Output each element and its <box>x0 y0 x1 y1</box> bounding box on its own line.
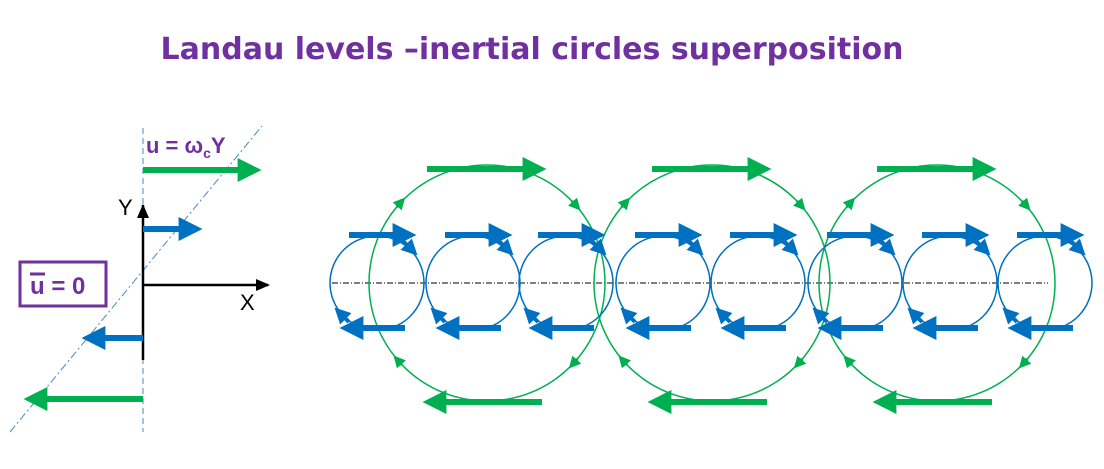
small-circle-left-arrow <box>620 307 638 325</box>
velocity-profile-line <box>9 125 263 433</box>
velocity-label: u = ωcY <box>146 133 226 161</box>
large-circle-direction-arrow <box>793 355 807 369</box>
large-circle-direction-arrow <box>1018 197 1031 211</box>
small-circle-left-arrow <box>812 307 830 325</box>
small-circle-right-arrow <box>589 238 607 256</box>
large-circle-direction-arrow <box>617 197 631 211</box>
slide-title: Landau levels –inertial circles superpos… <box>160 32 904 67</box>
small-circle-left-arrow <box>430 307 448 325</box>
small-circle-right-arrow <box>781 238 799 256</box>
mean-velocity-box <box>18 260 108 308</box>
large-circle-direction-arrow <box>793 197 806 211</box>
y-axis-label: Y <box>118 195 133 220</box>
large-circle-direction-arrow <box>618 355 631 369</box>
small-circle-right-arrow <box>686 238 704 256</box>
shear-flow-panel: u = ωcY Y X u = 0 <box>9 125 270 433</box>
large-circle-direction-arrow <box>842 197 856 211</box>
large-circle-direction-arrow <box>568 355 582 369</box>
small-circle-left-arrow <box>907 307 925 325</box>
large-circle-direction-arrow <box>843 355 856 369</box>
large-circle-direction-arrow <box>568 197 581 211</box>
small-circle-right-arrow <box>496 238 514 256</box>
small-circle-left-arrow <box>523 307 541 325</box>
x-axis-arrowhead <box>256 279 270 291</box>
inertial-circles-panel <box>329 157 1093 414</box>
small-circle-left-arrow <box>334 307 352 325</box>
large-circle-direction-arrow <box>393 355 406 369</box>
small-circle-left-arrow <box>1002 307 1020 325</box>
small-circle-right-arrow <box>878 238 896 256</box>
x-axis-label: X <box>240 290 255 315</box>
y-axis-arrowhead <box>137 204 149 218</box>
large-circle-direction-arrow <box>1018 355 1032 369</box>
mean-velocity-label: u = 0 <box>30 273 85 300</box>
small-circle-right-arrow <box>1068 238 1086 256</box>
small-circle-right-arrow <box>973 238 991 256</box>
large-circle-direction-arrow <box>392 197 406 211</box>
small-circle-left-arrow <box>715 307 733 325</box>
small-circle-right-arrow <box>400 238 418 256</box>
